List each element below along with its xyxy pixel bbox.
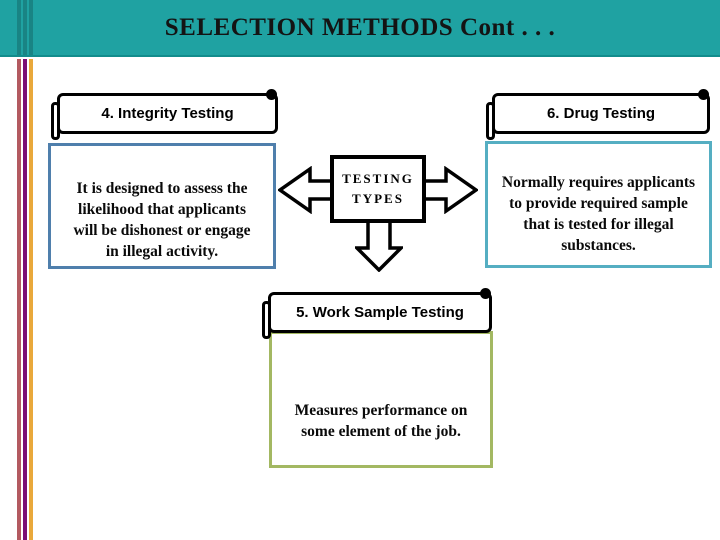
integrity-testing-body-text: It is designed to assess the likelihood …	[73, 179, 251, 260]
work-sample-testing-body-box: Measures performance on some element of …	[269, 331, 493, 468]
integrity-testing-heading: 4. Integrity Testing	[101, 105, 234, 122]
title-bar-stripe	[23, 0, 27, 55]
left-stripe-red	[17, 59, 21, 540]
integrity-testing-heading-box: 4. Integrity Testing	[51, 89, 278, 140]
scroll-corner-dot-icon	[266, 89, 277, 100]
scroll-roll-icon	[51, 102, 60, 140]
arrow-down-icon	[355, 219, 403, 272]
work-sample-testing-body-text: Measures performance on some element of …	[294, 401, 468, 440]
testing-types-box: TESTING TYPES	[330, 155, 426, 223]
arrow-left-icon	[278, 166, 334, 214]
drug-testing-body-text: Normally requires applicants to provide …	[501, 173, 696, 254]
integrity-testing-body-box: It is designed to assess the likelihood …	[48, 143, 276, 269]
scroll-roll-icon	[262, 301, 271, 339]
work-sample-testing-heading-box: 5. Work Sample Testing	[262, 288, 492, 339]
title-bar-stripe	[17, 0, 21, 55]
scroll-corner-dot-icon	[480, 288, 491, 299]
drug-testing-heading-box: 6. Drug Testing	[486, 89, 710, 140]
left-stripe-orange	[29, 59, 33, 540]
drug-testing-body-box: Normally requires applicants to provide …	[485, 141, 712, 268]
scroll-corner-dot-icon	[698, 89, 709, 100]
drug-testing-heading: 6. Drug Testing	[546, 105, 656, 122]
testing-types-label: TESTING TYPES	[342, 170, 414, 206]
slide-title: SELECTION METHODS Cont . . .	[164, 13, 556, 41]
title-bar: SELECTION METHODS Cont . . .	[0, 0, 720, 57]
scroll-roll-icon	[486, 102, 495, 140]
title-bar-stripe	[29, 0, 33, 55]
work-sample-testing-heading: 5. Work Sample Testing	[296, 304, 464, 321]
arrow-right-icon	[422, 166, 478, 214]
left-stripe-purple	[23, 59, 27, 540]
